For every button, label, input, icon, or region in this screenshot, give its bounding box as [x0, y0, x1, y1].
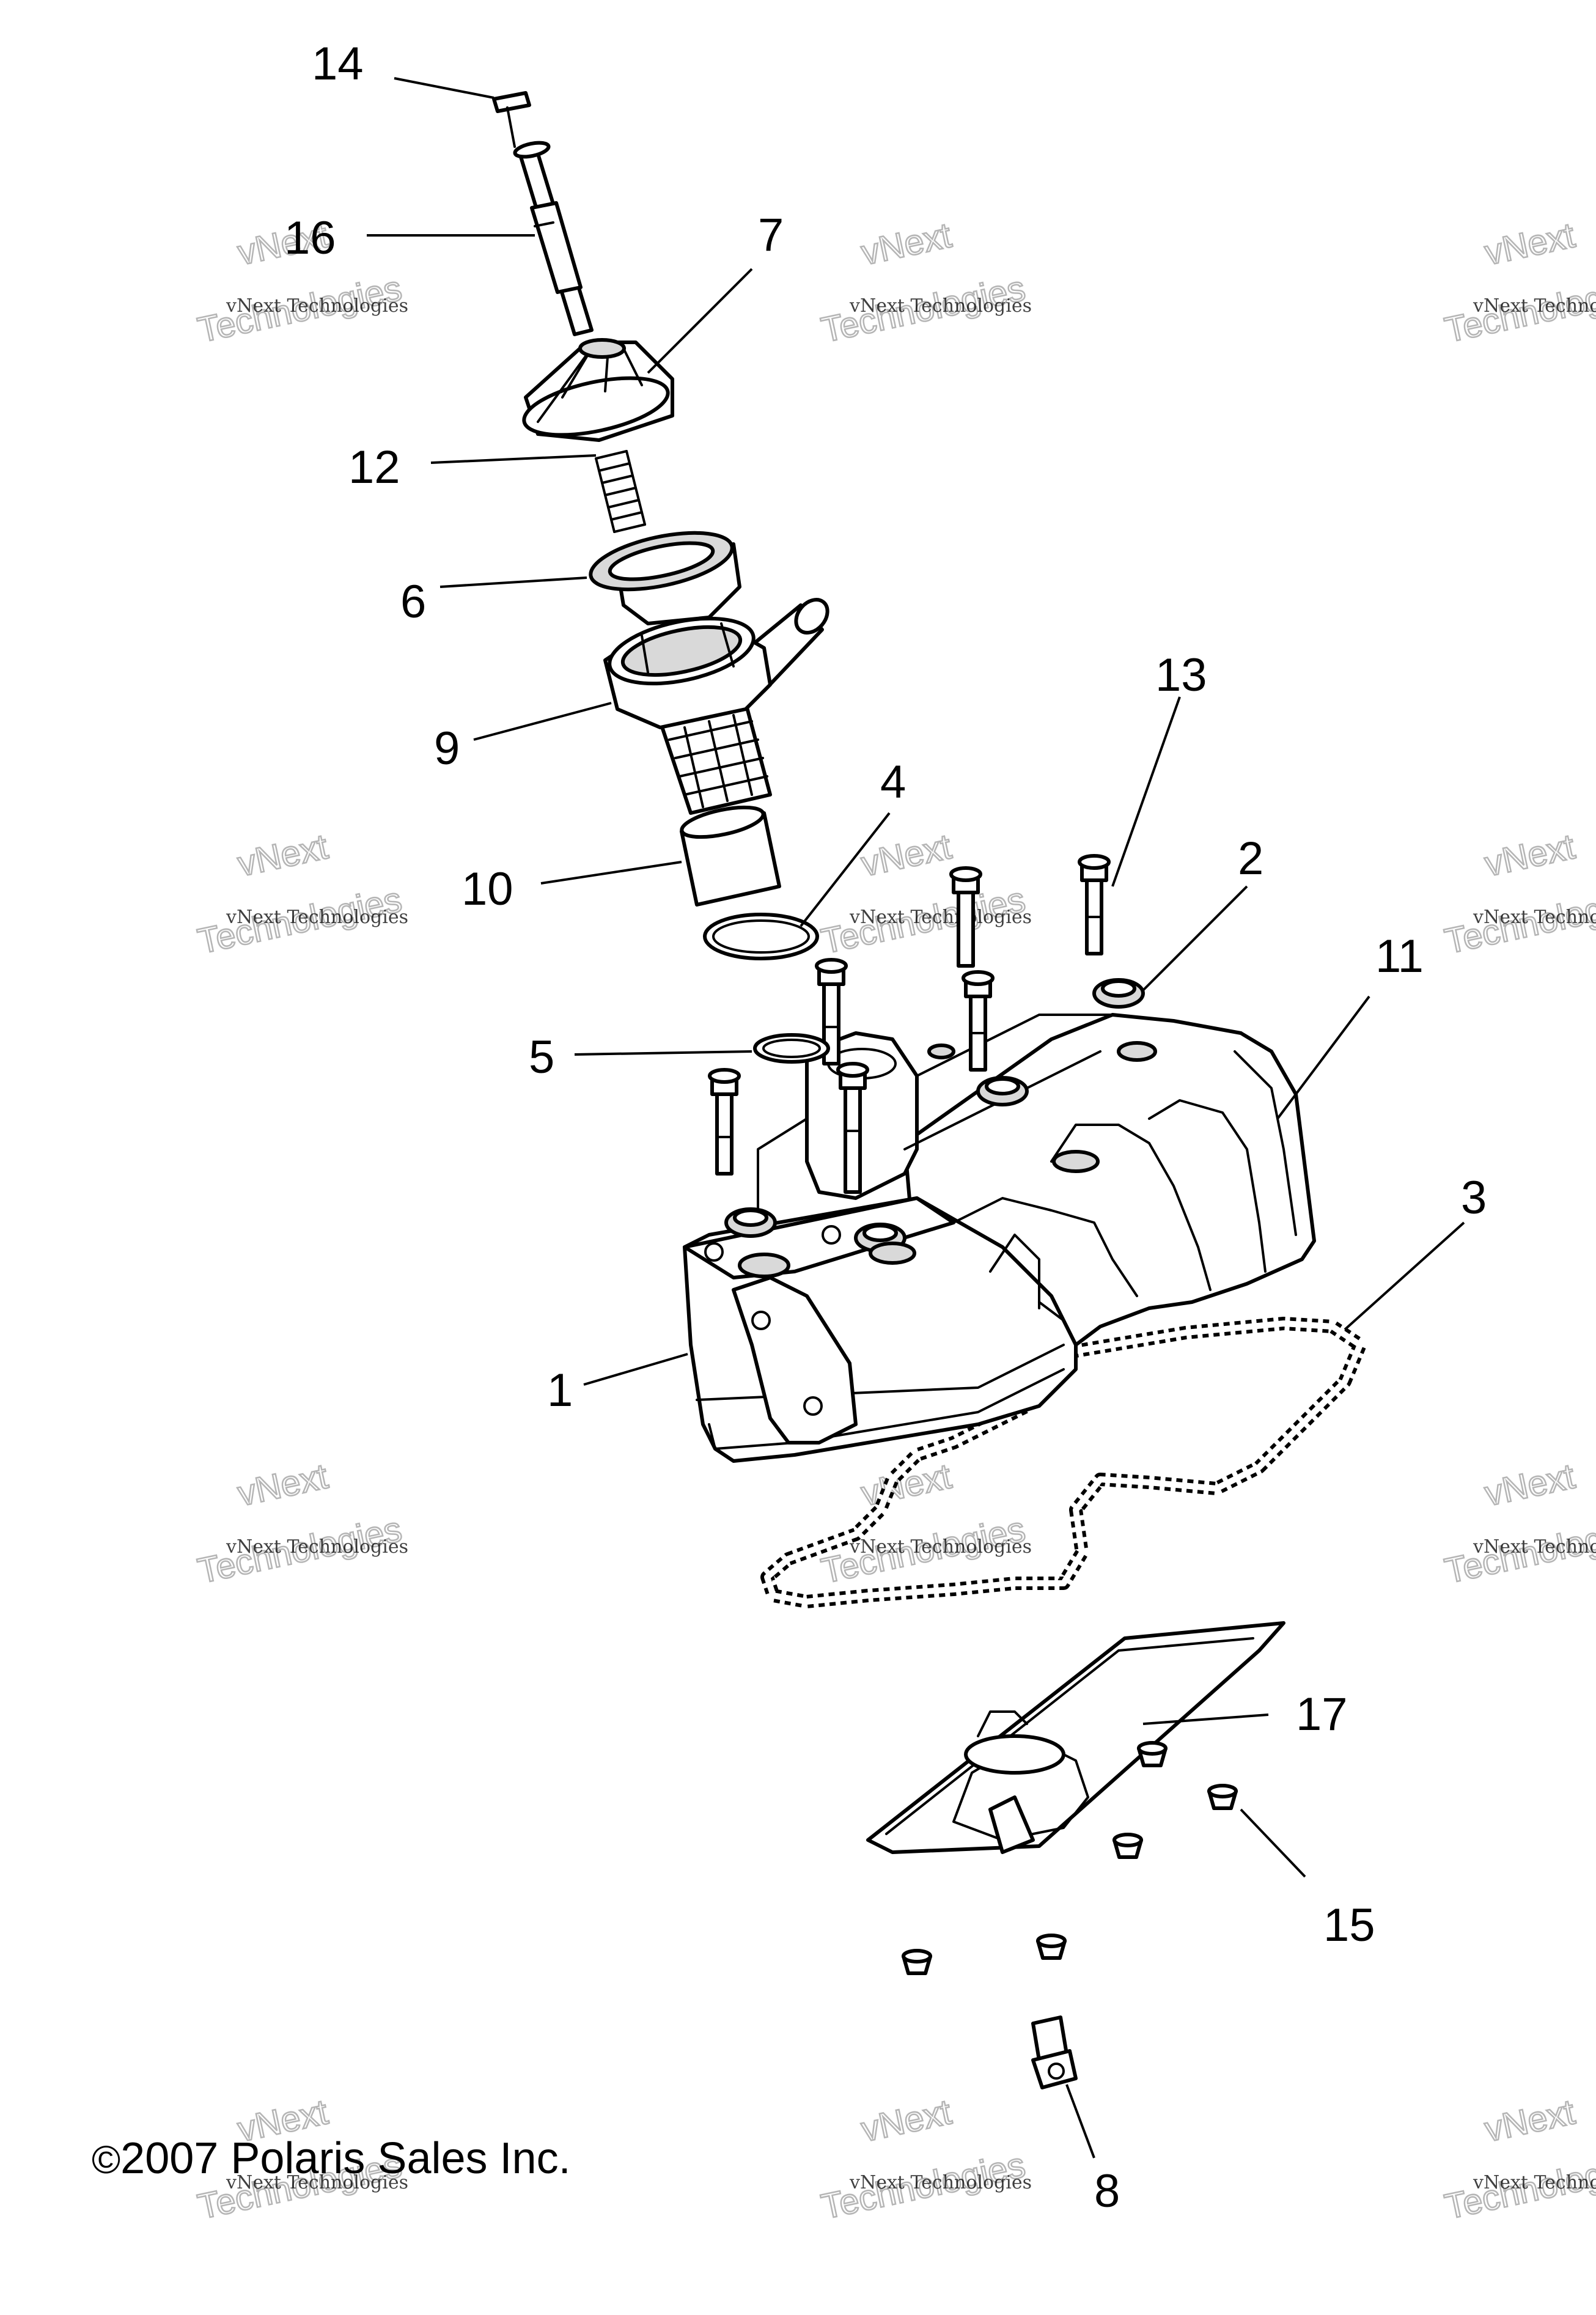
part-3-cover-gasket — [760, 1317, 1367, 1608]
watermark-small: vNext Technologies — [849, 295, 1032, 317]
leader-13 — [1111, 696, 1181, 887]
watermark-small: vNext Technologies — [226, 1536, 408, 1558]
callout-12: 12 — [348, 441, 400, 493]
screw — [1137, 1741, 1168, 1767]
part-1-valve-cover — [683, 978, 1316, 1463]
copyright-symbol: © — [92, 2138, 121, 2182]
leader-4 — [800, 812, 891, 927]
watermark-small: vNext Technologies — [226, 907, 408, 928]
part-12-spring — [595, 450, 646, 533]
watermark: vNext Technologies vNext Technologies — [1441, 215, 1596, 351]
watermark-large-1: vNext — [234, 826, 331, 884]
watermark-small: vNext Technologies — [849, 907, 1032, 928]
watermark: vNext Technologies vNext Technologies — [194, 826, 408, 962]
part-4-o-ring — [703, 913, 819, 960]
part-10-sleeve — [680, 805, 781, 907]
copyright-notice: ©2007 Polaris Sales Inc. — [92, 2133, 571, 2184]
leader-6 — [439, 576, 587, 588]
leader-9 — [473, 702, 612, 741]
watermark: vNext Technologies vNext Technologies — [194, 1456, 408, 1592]
grommet — [724, 1207, 777, 1238]
leader-lines — [367, 77, 1465, 2159]
callout-16: 16 — [284, 212, 336, 264]
part-5-o-ring-inner — [762, 1039, 821, 1058]
watermark-small: vNext Technologies — [849, 2172, 1032, 2193]
copyright-text: 2007 Polaris Sales Inc. — [120, 2134, 571, 2183]
bolt — [949, 866, 982, 968]
leader-8 — [1065, 2084, 1095, 2159]
watermark-small: vNext Technologies — [1473, 907, 1596, 928]
part-9-filler-neck — [603, 598, 829, 815]
part-17-baffle-plate — [866, 1621, 1285, 1854]
screw — [1207, 1784, 1238, 1810]
callout-labels: 14 16 7 12 6 9 13 4 10 2 11 5 3 1 17 15 … — [284, 38, 1487, 2217]
watermark-large-1: vNext — [858, 2092, 955, 2149]
part-13-bolts — [708, 854, 1111, 1194]
watermark-large-1: vNext — [1481, 215, 1578, 273]
callout-6: 6 — [400, 576, 426, 628]
callout-14: 14 — [312, 38, 364, 90]
bolt — [708, 1068, 741, 1176]
leader-15 — [1240, 1808, 1306, 1878]
callout-2: 2 — [1238, 833, 1263, 885]
watermark: vNext Technologies vNext Technologies — [817, 2091, 1032, 2228]
part-8-clip — [1031, 2015, 1078, 2089]
watermark: vNext Technologies vNext Technologies — [1441, 2091, 1596, 2228]
callout-5: 5 — [529, 1031, 554, 1083]
grommet — [976, 1076, 1029, 1106]
bolt — [1078, 854, 1111, 955]
watermark: vNext Technologies vNext Technologies — [817, 1456, 1032, 1592]
part-15-screws — [902, 1741, 1238, 1975]
bolt — [962, 970, 995, 1072]
watermark-large-1: vNext — [1481, 1456, 1578, 1514]
watermark-large-1: vNext — [234, 1456, 331, 1514]
leader-10 — [540, 861, 682, 885]
callout-7: 7 — [758, 209, 784, 261]
callout-4: 4 — [880, 756, 906, 808]
leader-14 — [394, 77, 495, 99]
watermark: vNext Technologies vNext Technologies — [817, 215, 1032, 351]
watermark: vNext Technologies vNext Technologies — [817, 826, 1032, 962]
callout-13: 13 — [1155, 649, 1207, 701]
watermark-large-1: vNext — [1481, 826, 1578, 884]
watermark-small: vNext Technologies — [226, 2172, 408, 2193]
leader-17 — [1142, 1713, 1269, 1725]
callout-17: 17 — [1296, 1688, 1348, 1740]
watermark-large-1: vNext — [1481, 2092, 1578, 2149]
leader-1 — [583, 1353, 688, 1386]
watermark-small: vNext Technologies — [1473, 1536, 1596, 1558]
part-7-cap — [522, 338, 674, 442]
part-6-cap-seal — [589, 531, 741, 625]
watermark-small: vNext Technologies — [1473, 295, 1596, 317]
leader-2 — [1142, 885, 1248, 992]
part-4-o-ring-inner — [712, 919, 810, 954]
watermark-large-1: vNext — [858, 215, 955, 273]
callout-1: 1 — [547, 1364, 573, 1416]
bolt — [836, 1062, 869, 1194]
watermark-small: vNext Technologies — [849, 1536, 1032, 1558]
screw — [902, 1949, 932, 1975]
screw — [1112, 1833, 1143, 1859]
bolt — [815, 958, 848, 1065]
leader-7 — [647, 268, 753, 374]
watermark: vNext Technologies vNext Technologies — [1441, 1456, 1596, 1592]
callout-10: 10 — [462, 863, 513, 915]
screw — [1036, 1934, 1067, 1960]
watermark: vNext Technologies vNext Technologies — [1441, 826, 1596, 962]
callout-9: 9 — [434, 723, 460, 775]
part-14-handle — [492, 91, 531, 148]
leader-12 — [430, 454, 597, 464]
leader-11 — [1276, 995, 1370, 1120]
part-16-dipstick — [513, 141, 594, 336]
grommet — [1092, 978, 1145, 1009]
callout-8: 8 — [1094, 2165, 1120, 2217]
leader-3 — [1344, 1221, 1465, 1331]
watermark-small: vNext Technologies — [226, 295, 408, 317]
watermark-small: vNext Technologies — [1473, 2172, 1596, 2193]
callout-15: 15 — [1323, 1899, 1375, 1951]
callout-3: 3 — [1461, 1172, 1487, 1224]
callout-11: 11 — [1375, 930, 1424, 982]
leader-5 — [574, 1050, 752, 1056]
